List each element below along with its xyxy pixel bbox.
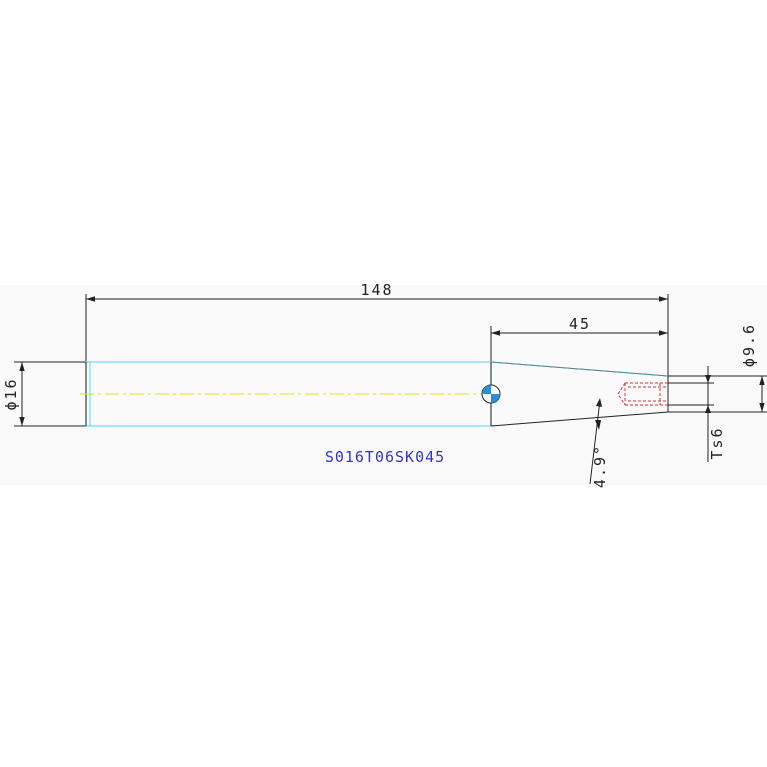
taper-bottom-edge xyxy=(490,411,669,427)
thread-arrow-bottom xyxy=(705,405,711,413)
angle-leader xyxy=(589,399,601,485)
drill-point xyxy=(617,382,626,406)
datum-quadrant-top-left xyxy=(482,385,491,394)
tip-diameter-label: ϕ9.6 xyxy=(740,323,758,367)
dimension-overall-length xyxy=(85,294,669,376)
thread-arrow-top xyxy=(705,375,711,383)
taper-top-highlight xyxy=(490,361,669,377)
overall-length-label: 148 xyxy=(360,281,393,299)
datum-quadrant-bottom-right xyxy=(491,394,500,403)
datum-marker xyxy=(481,384,501,404)
thread-label: Ts6 xyxy=(708,426,726,459)
threaded-hole xyxy=(617,382,668,406)
drawing-background-band xyxy=(0,285,767,485)
taper-length-label: 45 xyxy=(569,315,591,333)
angle-arrow-bottom xyxy=(595,420,601,430)
part-number-label: S016T06SK045 xyxy=(325,448,445,466)
angle-arrow-top xyxy=(596,398,602,407)
dimension-tip-diameter xyxy=(668,375,767,413)
dimension-taper-angle xyxy=(589,398,602,485)
dimension-taper-length xyxy=(490,326,668,362)
dimension-shank-diameter xyxy=(14,361,86,427)
taper-angle-label: 4.9° xyxy=(591,444,609,488)
shank-diameter-label: ϕ16 xyxy=(2,377,20,410)
dimension-thread xyxy=(668,366,714,462)
